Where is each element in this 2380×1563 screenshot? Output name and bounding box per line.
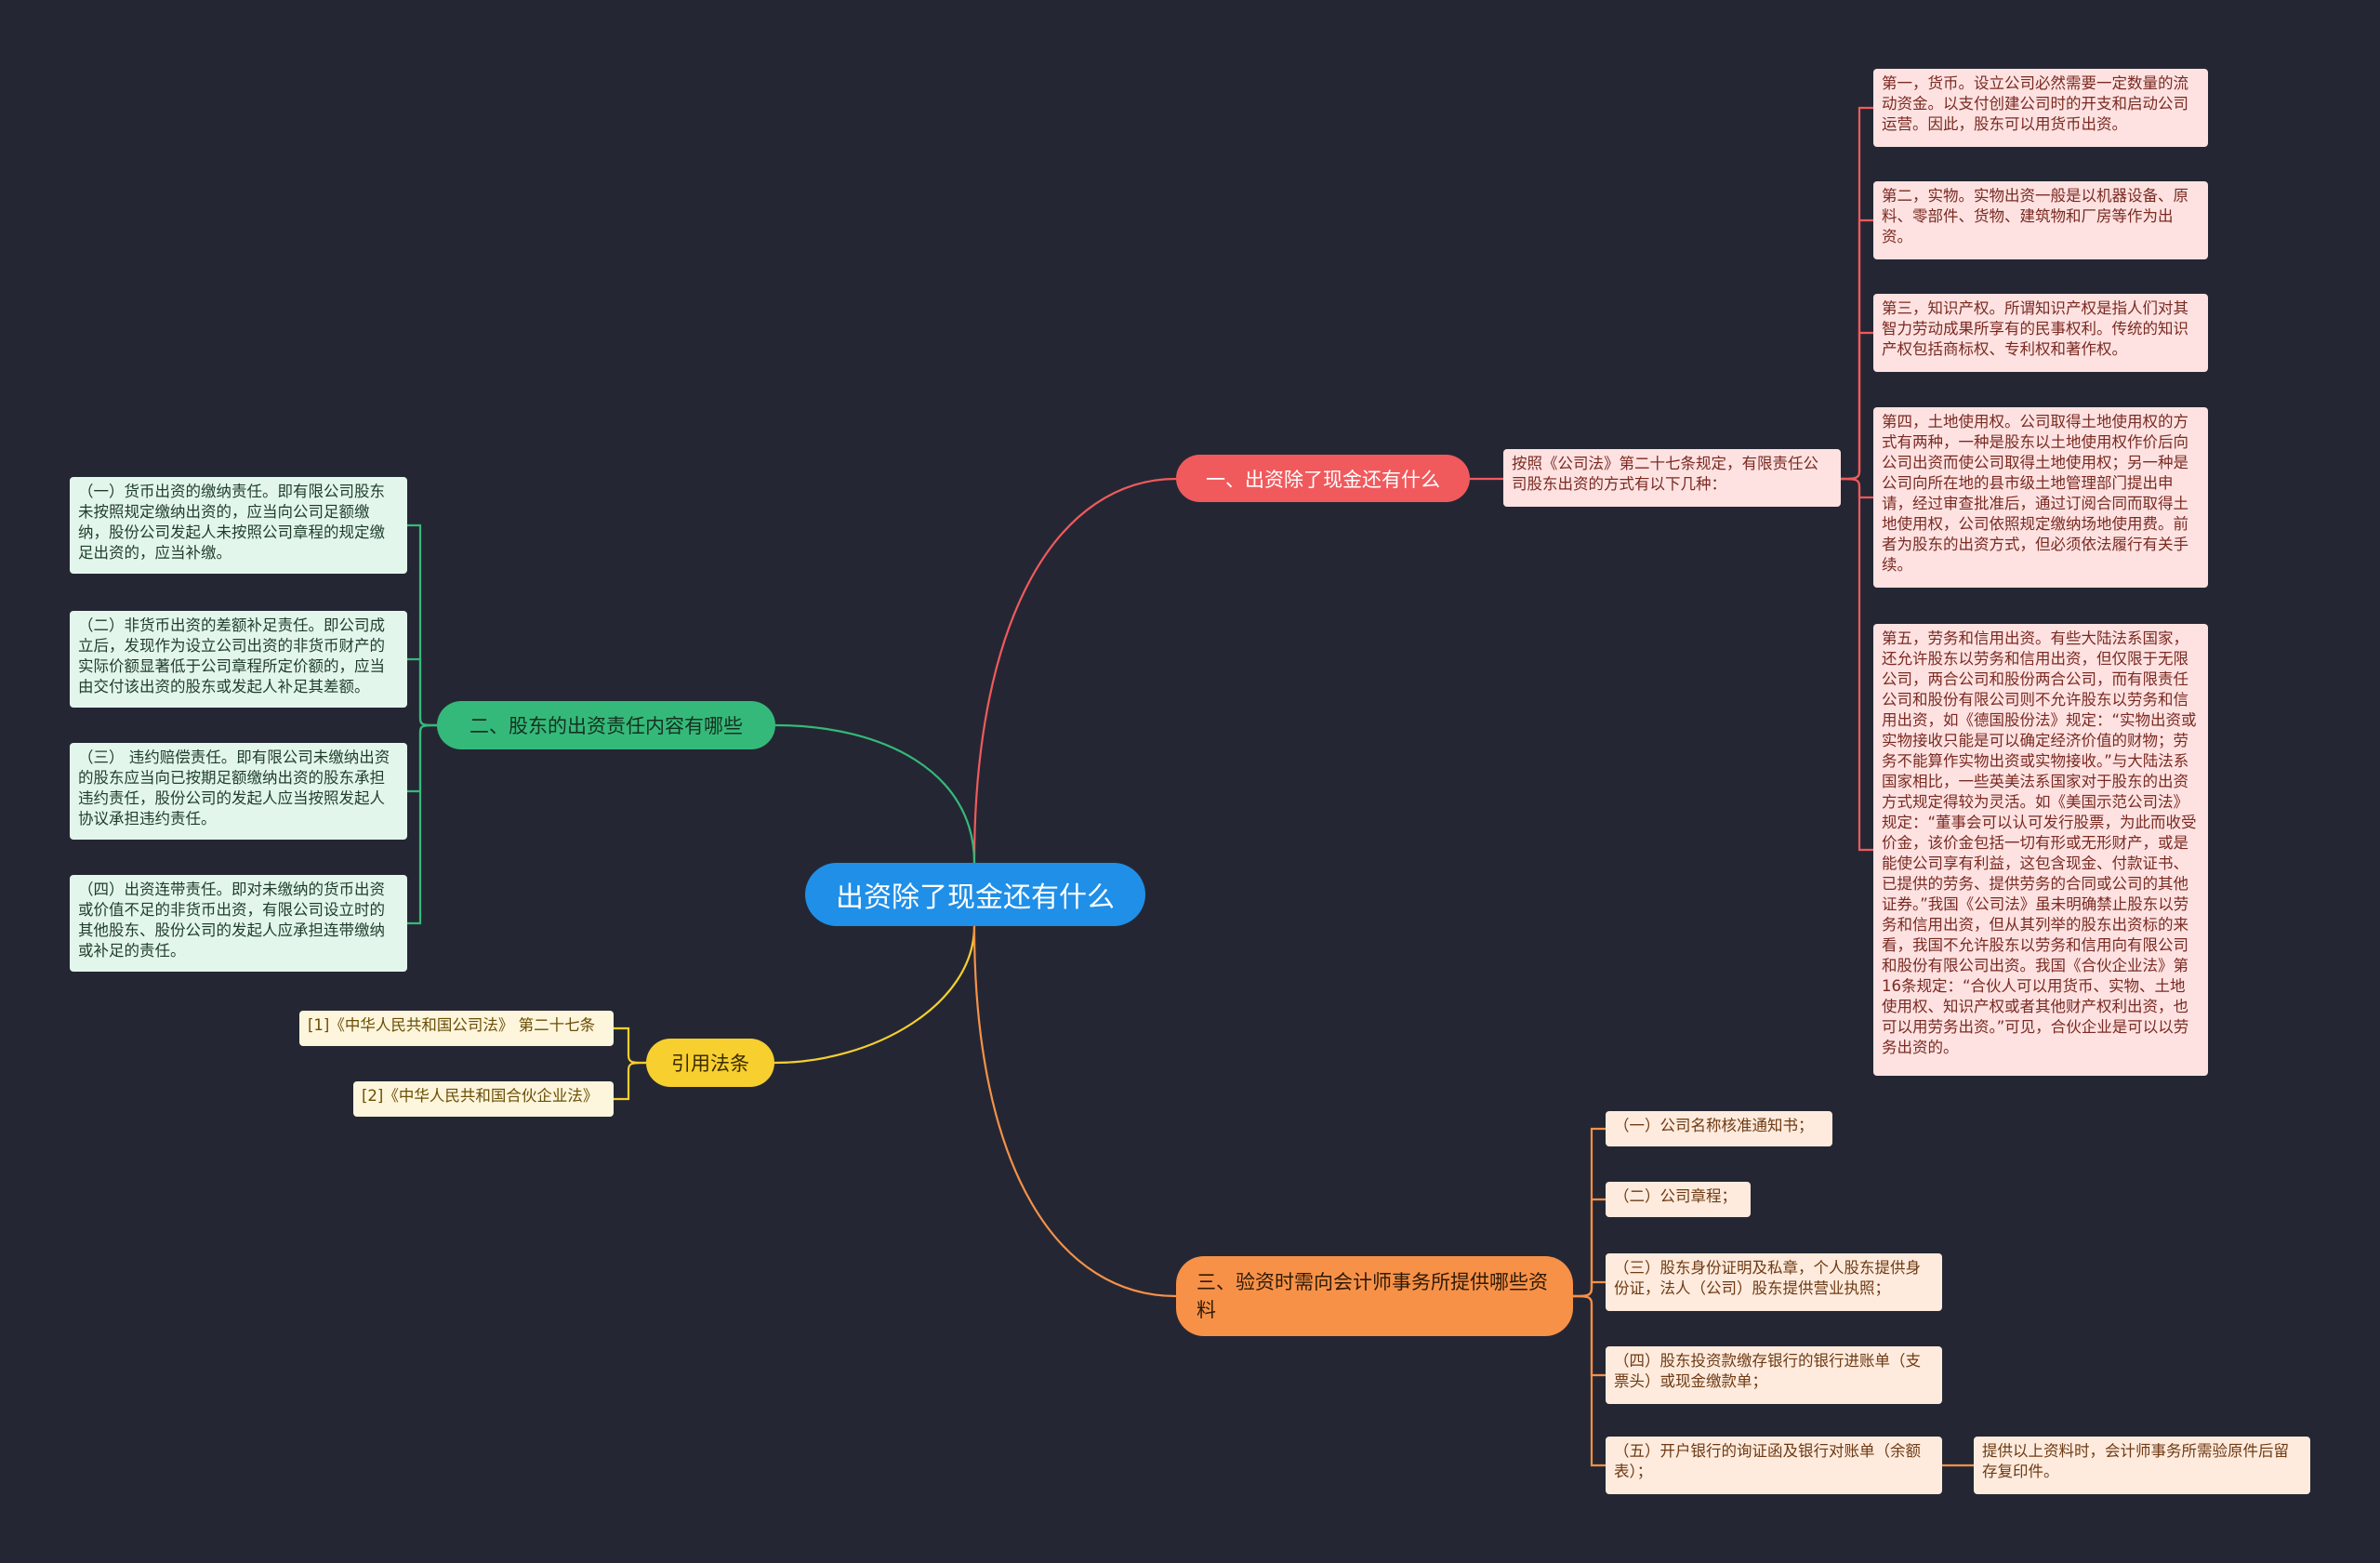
link-b3-item-2 [614, 1061, 647, 1101]
branch-2-topic[interactable]: 二、股东的出资责任内容有哪些 [437, 701, 775, 749]
branch-4-item-4[interactable]: （四）股东投资款缴存银行的银行进账单（支票头）或现金缴款单； [1606, 1346, 1942, 1404]
link-root-b4 [972, 925, 1177, 1298]
link-root-b1 [972, 477, 1177, 864]
link-b2-item-2 [407, 657, 438, 727]
branch-1-item-3[interactable]: 第三，知识产权。所谓知识产权是指人们对其智力劳动成果所享有的民事权利。传统的知识… [1873, 294, 2208, 372]
branch-2-item-3[interactable]: （三） 违约赔偿责任。即有限公司未缴纳出资的股东应当向已按期足额缴纳出资的股东承… [70, 743, 407, 840]
branch-1-item-4[interactable]: 第四，土地使用权。公司取得土地使用权的方式有两种，一种是股东以土地使用权作价后向… [1873, 407, 2208, 588]
branch-2-item-4[interactable]: （四）出资连带责任。即对未缴纳的货币出资或价值不足的非货币出资，有限公司设立时的… [70, 875, 407, 972]
link-b1-item-1 [1840, 106, 1873, 481]
branch-4-item-2[interactable]: （二）公司章程； [1606, 1182, 1751, 1217]
link-b1-item-3 [1840, 331, 1873, 481]
branch-1-item-5[interactable]: 第五，劳务和信用出资。有些大陆法系国家，还允许股东以劳务和信用出资，但仅限于无限… [1873, 624, 2208, 1076]
branch-2-item-1[interactable]: （一）货币出资的缴纳责任。即有限公司股东未按照规定缴纳出资的，应当向公司足额缴纳… [70, 477, 407, 574]
branch-3-item-1[interactable]: [1]《中华人民共和国公司法》 第二十七条 [299, 1011, 614, 1046]
branch-3-item-2[interactable]: [2]《中华人民共和国合伙企业法》 [353, 1081, 614, 1117]
branch-1-item-1[interactable]: 第一，货币。设立公司必然需要一定数量的流动资金。以支付创建公司时的开支和启动公司… [1873, 69, 2208, 147]
link-b4-item-4 [1572, 1294, 1606, 1377]
link-b2-item-1 [407, 523, 438, 727]
link-root-b2 [774, 723, 976, 864]
branch-2-item-2[interactable]: （二）非货币出资的差额补足责任。即公司成立后，发现作为设立公司出资的非货币财产的… [70, 611, 407, 708]
branch-4-item-5[interactable]: （五）开户银行的询证函及银行对账单（余额表）； [1606, 1437, 1942, 1494]
link-root-b3 [774, 925, 976, 1065]
link-b1-item-2 [1840, 219, 1873, 481]
branch-3-topic[interactable]: 引用法条 [646, 1039, 774, 1087]
branch-4-note[interactable]: 提供以上资料时，会计师事务所需验原件后留存复印件。 [1974, 1437, 2310, 1494]
branch-4-item-1[interactable]: （一）公司名称核准通知书； [1606, 1111, 1832, 1146]
link-b2-item-4 [407, 723, 438, 925]
branch-1-intro[interactable]: 按照《公司法》第二十七条规定，有限责任公司股东出资的方式有以下几种： [1503, 449, 1841, 507]
branch-4-topic[interactable]: 三、验资时需向会计师事务所提供哪些资料 [1176, 1256, 1573, 1336]
branch-4-item-3[interactable]: （三）股东身份证明及私章，个人股东提供身份证，法人（公司）股东提供营业执照； [1606, 1253, 1942, 1311]
link-b4-item-5 [1572, 1294, 1606, 1467]
link-b4-item-1 [1572, 1127, 1606, 1298]
root-topic[interactable]: 出资除了现金还有什么 [805, 863, 1145, 926]
link-b2-item-3 [407, 723, 438, 793]
branch-1-topic[interactable]: 一、出资除了现金还有什么 [1176, 455, 1470, 502]
link-b1-item-5 [1840, 477, 1873, 852]
link-b3-item-1 [614, 1027, 647, 1065]
branch-1-item-2[interactable]: 第二，实物。实物出资一般是以机器设备、原料、零部件、货物、建筑物和厂房等作为出资… [1873, 181, 2208, 259]
link-b4-item-3 [1572, 1280, 1606, 1298]
